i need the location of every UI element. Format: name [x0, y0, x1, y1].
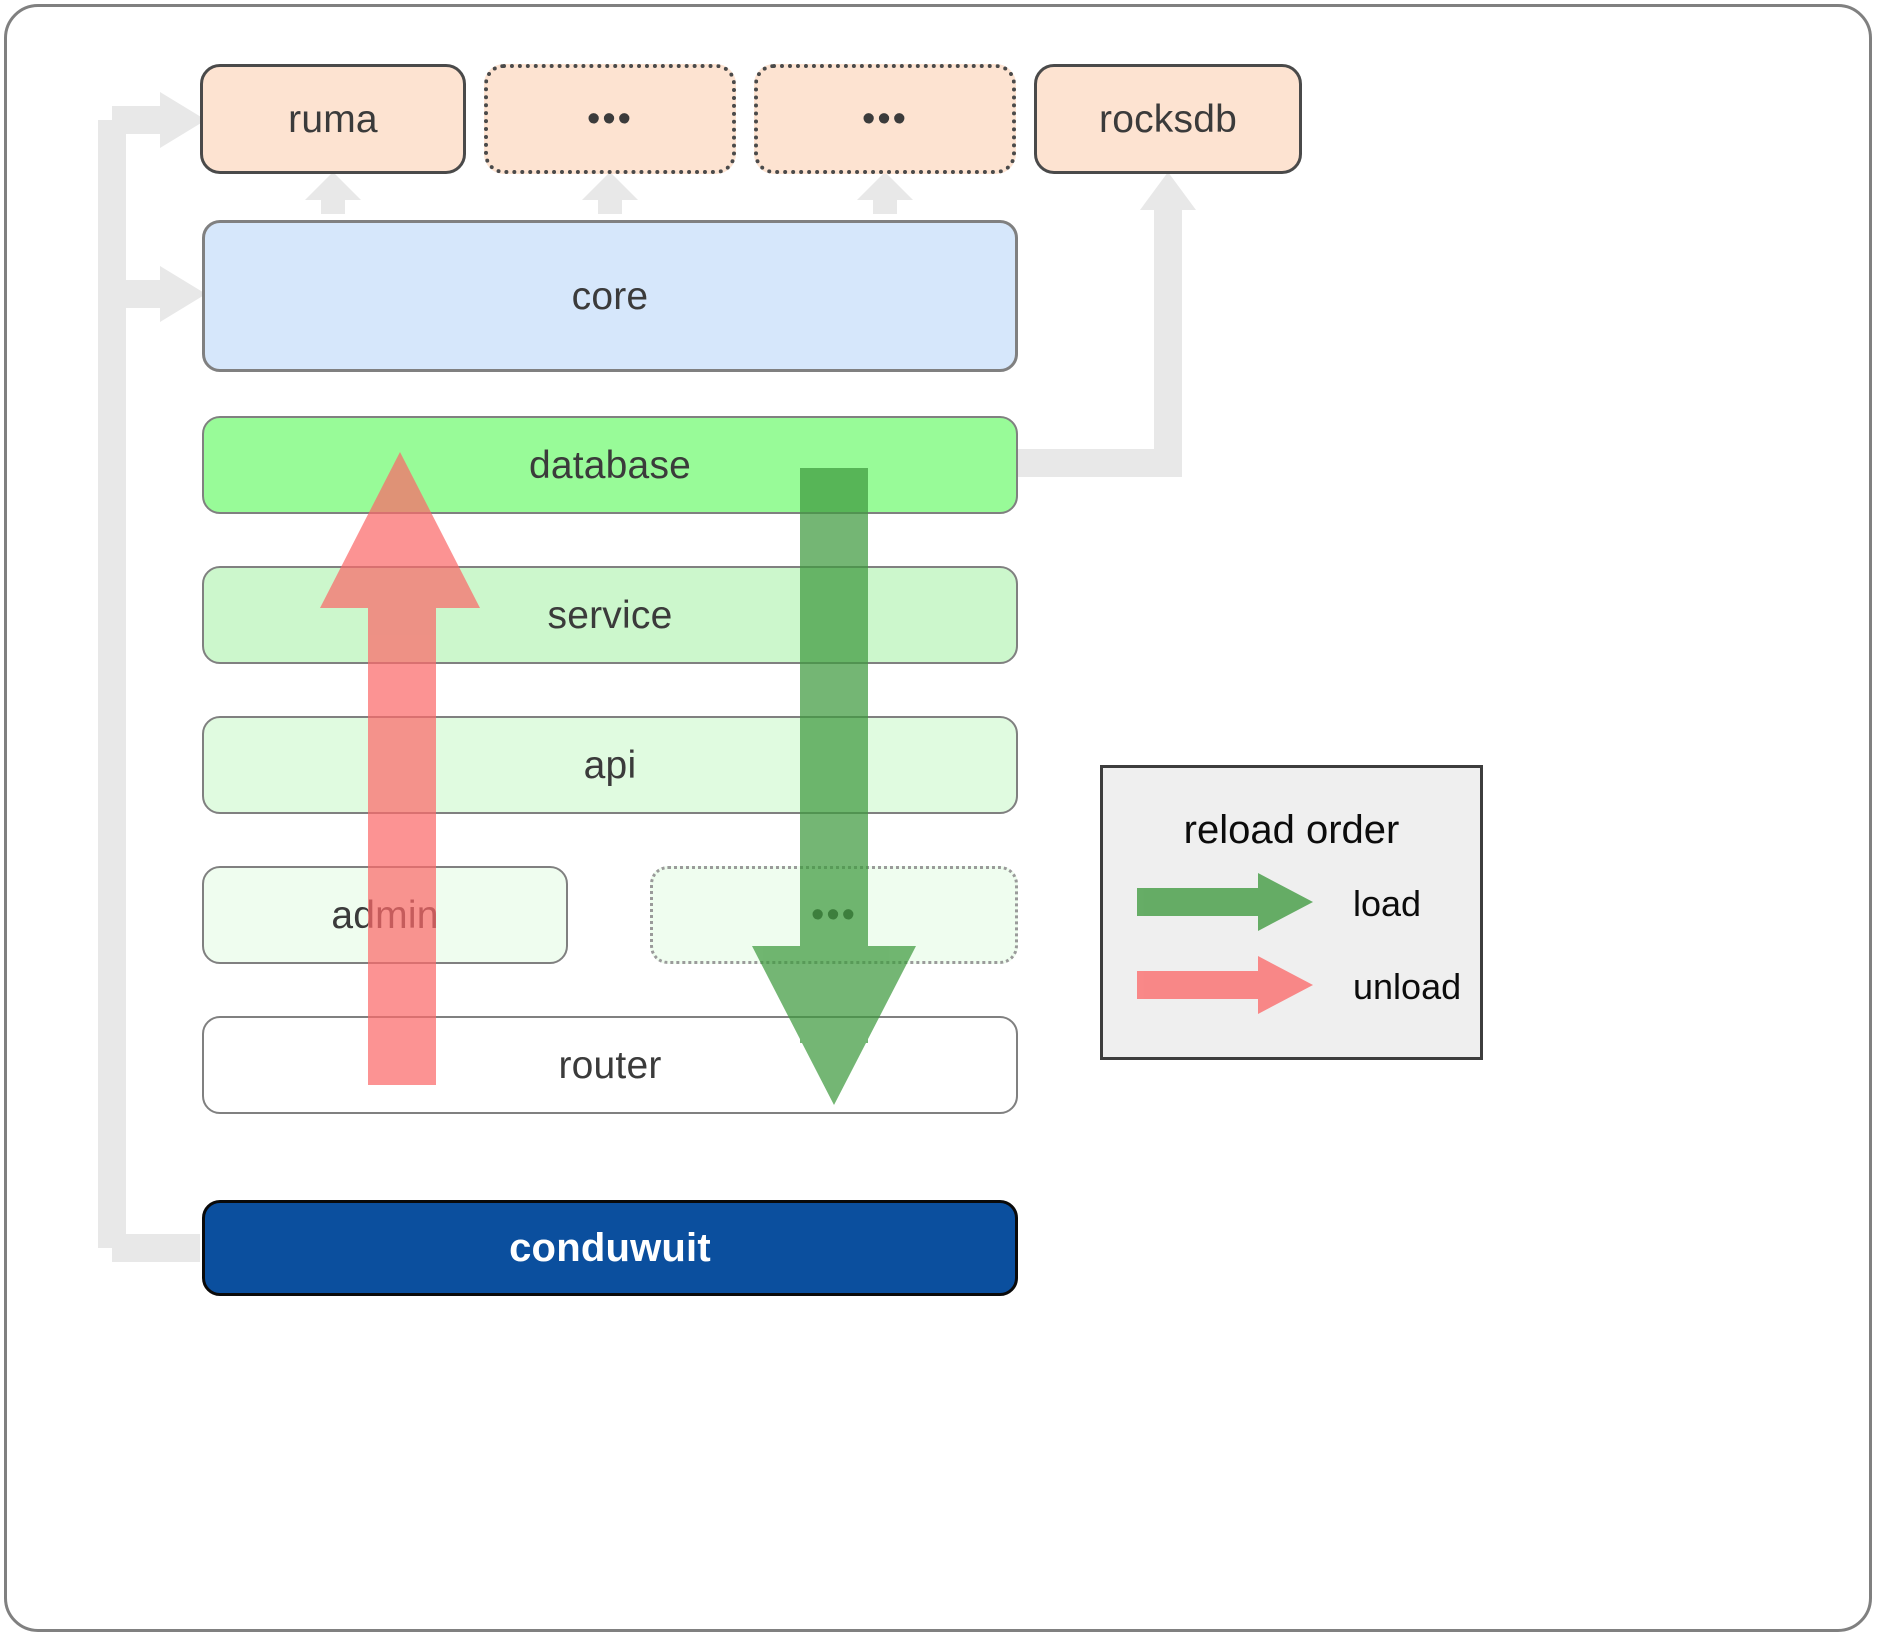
ellipsis-icon: •••: [811, 893, 857, 936]
crate-box-ellipsis-1[interactable]: •••: [484, 64, 736, 174]
layer-box-service[interactable]: service: [202, 566, 1018, 664]
layer-label-database: database: [528, 443, 692, 487]
layer-label-service: service: [547, 593, 673, 637]
legend-swatch-unload: [1137, 956, 1313, 1014]
crate-box-ruma[interactable]: ruma: [200, 64, 466, 174]
crate-box-rocksdb[interactable]: rocksdb: [1034, 64, 1302, 174]
core-label: core: [571, 274, 649, 318]
root-box-conduwuit[interactable]: conduwuit: [202, 1200, 1018, 1296]
layer-box-database[interactable]: database: [202, 416, 1018, 514]
crate-label-ruma: ruma: [288, 97, 378, 141]
legend-label-load: load: [1353, 883, 1422, 924]
legend-arrow-swatches: [1137, 873, 1313, 1014]
root-label-conduwuit: conduwuit: [509, 1226, 711, 1270]
ellipsis-icon: •••: [587, 97, 633, 140]
legend-title: reload order: [1183, 808, 1400, 852]
core-box[interactable]: core: [202, 220, 1018, 372]
layer-box-ellipsis[interactable]: •••: [650, 866, 1018, 964]
crate-label-rocksdb: rocksdb: [1099, 97, 1237, 141]
layer-box-admin[interactable]: admin: [202, 866, 568, 964]
layer-box-api[interactable]: api: [202, 716, 1018, 814]
legend-label-unload: unload: [1353, 966, 1462, 1007]
layer-label-router: router: [558, 1043, 662, 1087]
legend-swatch-load: [1137, 873, 1313, 931]
layer-label-admin: admin: [331, 893, 439, 937]
layer-label-api: api: [583, 743, 637, 787]
layer-box-router[interactable]: router: [202, 1016, 1018, 1114]
ellipsis-icon: •••: [862, 97, 908, 140]
crate-box-ellipsis-2[interactable]: •••: [754, 64, 1016, 174]
legend-panel: reload order load unload: [1100, 765, 1483, 1060]
